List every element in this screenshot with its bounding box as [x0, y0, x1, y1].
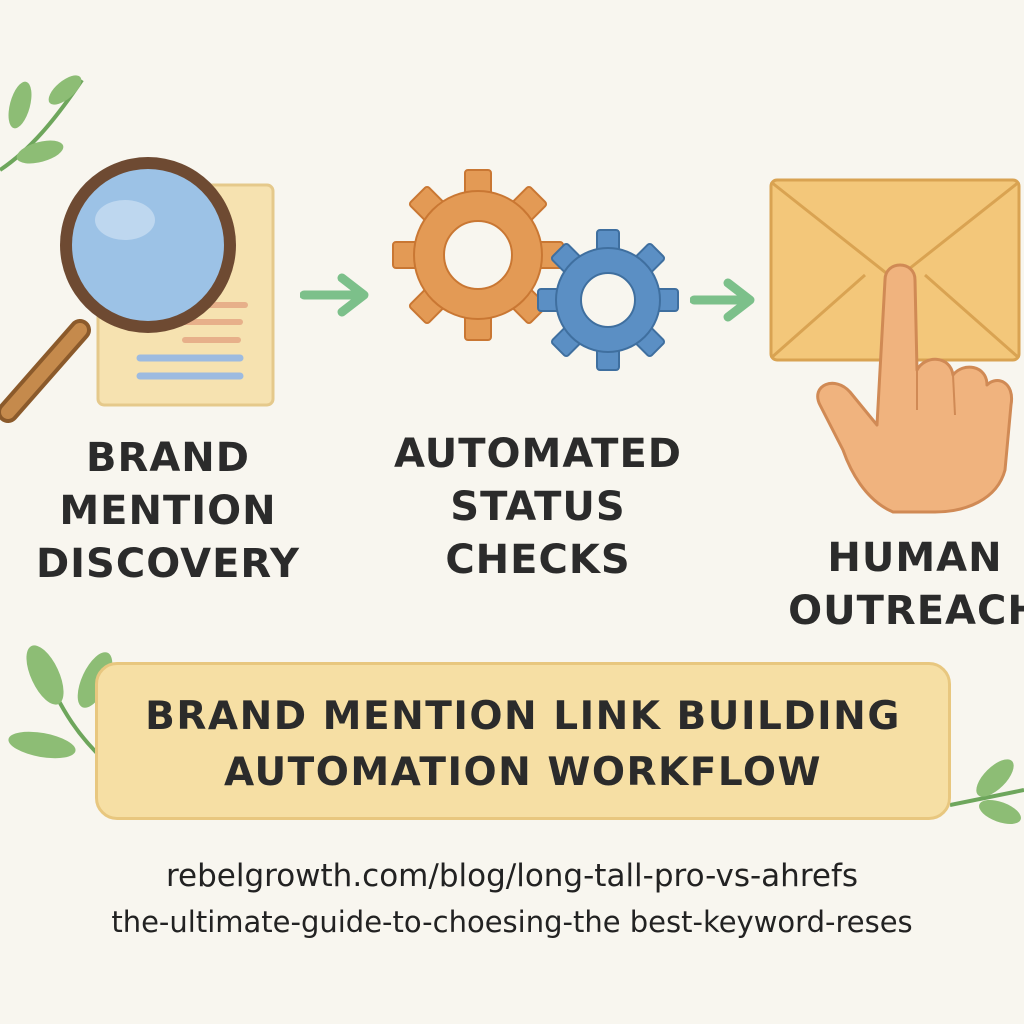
blue-gear-icon	[537, 229, 679, 371]
flow-arrow-1-icon	[300, 273, 369, 317]
leaf-sprig-bottom-right-icon	[950, 759, 1024, 825]
step-1-label: BRAND MENTION DISCOVERY	[35, 435, 301, 587]
gears-icon	[392, 169, 679, 371]
source-url-line-2: the-ultimate-guide-to-choesing-the best-…	[111, 905, 913, 939]
step-3-label: HUMAN OUTREACH	[788, 535, 1024, 634]
magnifying-glass-document-icon	[0, 157, 275, 423]
leaf-sprig-top-left-icon	[0, 75, 84, 172]
step-2-label: AUTOMATED STATUS CHECKS	[394, 431, 682, 583]
workflow-title: BRAND MENTION LINK BUILDING AUTOMATION W…	[145, 694, 901, 795]
workflow-title-banner: BRAND MENTION LINK BUILDING AUTOMATION W…	[95, 662, 951, 820]
flow-arrow-2-icon	[690, 278, 755, 322]
source-url-line-1: rebelgrowth.com/blog/long-tall-pro-vs-ah…	[165, 858, 859, 894]
orange-gear-icon	[392, 169, 564, 341]
envelope-hand-icon	[769, 178, 1021, 514]
